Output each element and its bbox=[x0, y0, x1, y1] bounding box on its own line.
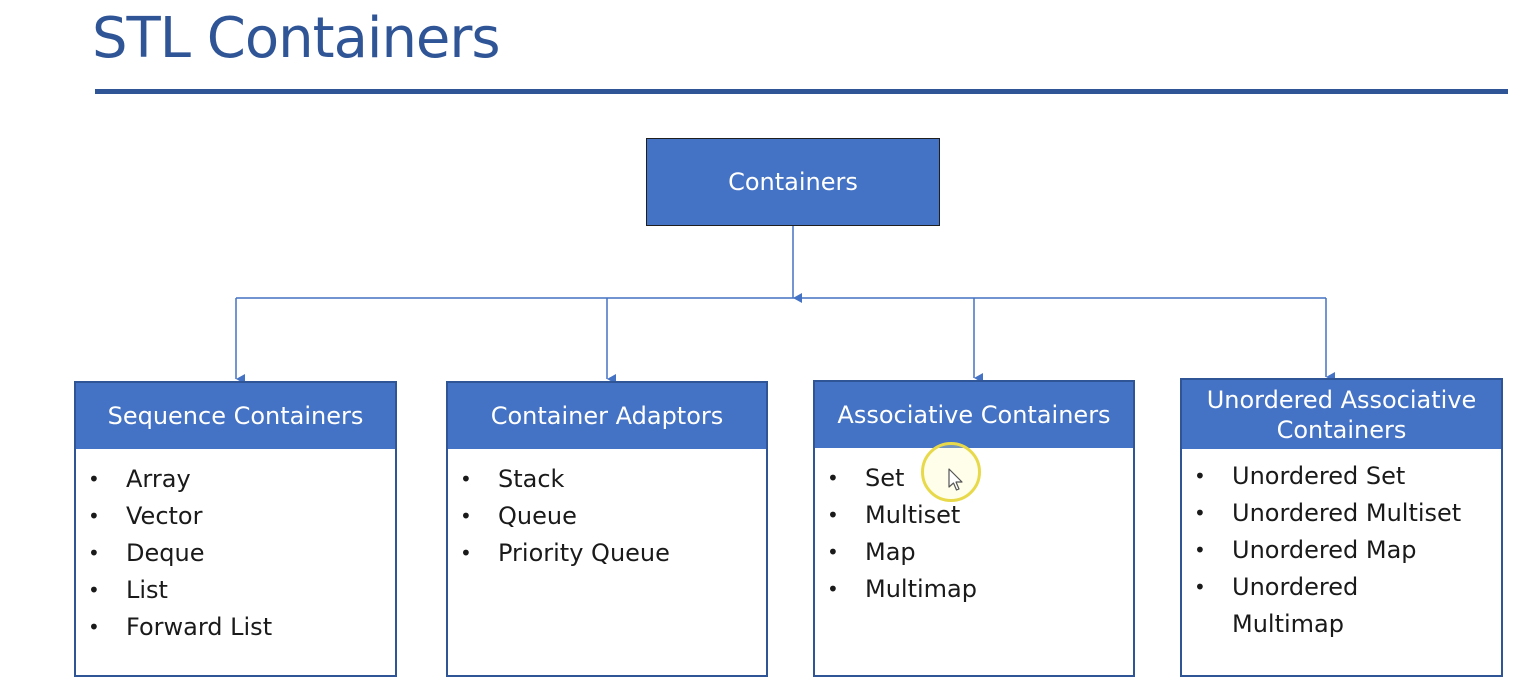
category-header: Container Adaptors bbox=[448, 383, 766, 449]
category-item-list: • Stack • Queue • Priority Queue bbox=[448, 449, 766, 572]
list-item: • Vector bbox=[76, 498, 395, 535]
bullet-icon: • bbox=[460, 504, 472, 528]
list-item: • Multiset bbox=[815, 497, 1133, 534]
bullet-icon: • bbox=[827, 540, 839, 564]
list-item: • Multimap bbox=[815, 571, 1133, 608]
item-label: Set bbox=[865, 464, 905, 492]
category-card-adaptors: Container Adaptors • Stack • Queue • Priori… bbox=[446, 381, 768, 677]
list-item: • Forward List bbox=[76, 609, 395, 646]
slide-title: STL Containers bbox=[92, 6, 501, 71]
category-item-list: • Set • Multiset • Map • Multimap bbox=[815, 448, 1133, 608]
root-node-label: Containers bbox=[728, 168, 858, 196]
list-item: • Set bbox=[815, 460, 1133, 497]
list-item: • List bbox=[76, 572, 395, 609]
bullet-icon: • bbox=[88, 541, 100, 565]
item-label: Multimap bbox=[865, 575, 977, 603]
title-underline bbox=[95, 89, 1508, 94]
bullet-icon: • bbox=[1194, 575, 1206, 599]
list-item: • Map bbox=[815, 534, 1133, 571]
list-item: • Unordered Map bbox=[1182, 532, 1501, 569]
item-label: Unordered Set bbox=[1232, 462, 1406, 490]
list-item: • Unordered Set bbox=[1182, 458, 1501, 495]
category-header: Associative Containers bbox=[815, 382, 1133, 448]
item-label: Multiset bbox=[865, 501, 961, 529]
category-card-associative: Associative Containers • Set • Multiset • M… bbox=[813, 380, 1135, 677]
category-card-sequence: Sequence Containers • Array • Vector • Dequ… bbox=[74, 381, 397, 677]
list-item: • Unordered Multiset bbox=[1182, 495, 1501, 532]
category-item-list: • Unordered Set • Unordered Multiset • Unor… bbox=[1182, 449, 1501, 643]
item-label: Queue bbox=[498, 502, 577, 530]
list-item: • Unordered Multimap bbox=[1182, 569, 1390, 643]
bullet-icon: • bbox=[460, 467, 472, 491]
root-node-containers: Containers bbox=[646, 138, 940, 226]
bullet-icon: • bbox=[88, 467, 100, 491]
bullet-icon: • bbox=[827, 577, 839, 601]
list-item: • Deque bbox=[76, 535, 395, 572]
item-label: Unordered Map bbox=[1232, 536, 1417, 564]
bullet-icon: • bbox=[827, 503, 839, 527]
bullet-icon: • bbox=[1194, 464, 1206, 488]
bullet-icon: • bbox=[827, 466, 839, 490]
item-label: Priority Queue bbox=[498, 539, 670, 567]
item-label: Unordered Multiset bbox=[1232, 499, 1462, 527]
item-label: Vector bbox=[126, 502, 203, 530]
bullet-icon: • bbox=[88, 615, 100, 639]
item-label: Unordered Multimap bbox=[1232, 573, 1359, 638]
bullet-icon: • bbox=[460, 541, 472, 565]
mouse-pointer-icon bbox=[948, 468, 963, 491]
item-label: Stack bbox=[498, 465, 565, 493]
item-label: Map bbox=[865, 538, 916, 566]
item-label: Deque bbox=[126, 539, 205, 567]
list-item: • Priority Queue bbox=[448, 535, 766, 572]
category-card-unordered: Unordered Associative Containers • Unorde… bbox=[1180, 378, 1503, 677]
list-item: • Queue bbox=[448, 498, 766, 535]
category-header: Sequence Containers bbox=[76, 383, 395, 449]
bullet-icon: • bbox=[88, 578, 100, 602]
item-label: Array bbox=[126, 465, 191, 493]
item-label: Forward List bbox=[126, 613, 273, 641]
bullet-icon: • bbox=[1194, 538, 1206, 562]
bullet-icon: • bbox=[88, 504, 100, 528]
list-item: • Stack bbox=[448, 461, 766, 498]
bullet-icon: • bbox=[1194, 501, 1206, 525]
category-header: Unordered Associative Containers bbox=[1182, 380, 1501, 449]
category-item-list: • Array • Vector • Deque • List • Forward Lis… bbox=[76, 449, 395, 646]
list-item: • Array bbox=[76, 461, 395, 498]
item-label: List bbox=[126, 576, 168, 604]
